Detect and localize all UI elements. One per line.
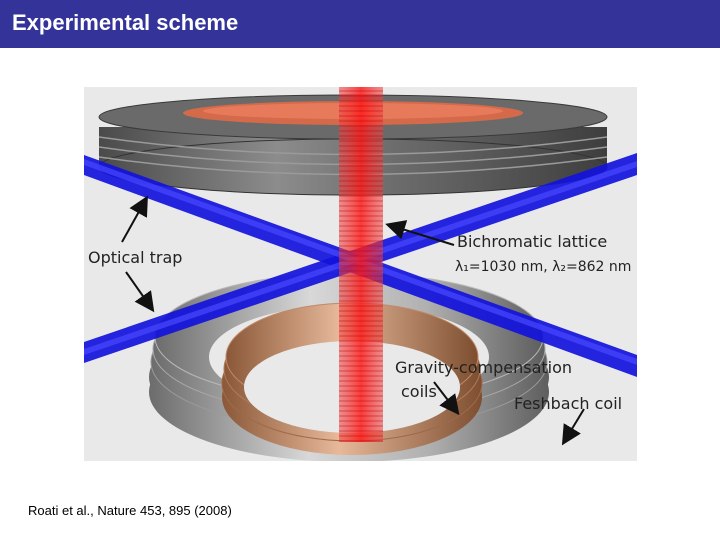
- lattice-beam: [339, 87, 383, 442]
- slide-title: Experimental scheme: [12, 10, 239, 35]
- annotation-arrows: [121, 195, 585, 446]
- lattice-fringes: [339, 90, 383, 442]
- citation: Roati et al., Nature 453, 895 (2008): [28, 503, 232, 518]
- wavelengths-label: λ₁=1030 nm, λ₂=862 nm: [455, 259, 631, 275]
- optical-trap-label: Optical trap: [88, 248, 182, 267]
- experimental-setup-figure: Optical trap Bichromatic lattice λ₁=1030…: [84, 87, 637, 461]
- gravity-compensation-label: Gravity-compensation: [395, 358, 572, 377]
- bichromatic-lattice-label: Bichromatic lattice: [457, 232, 607, 251]
- feshbach-coil-label: Feshbach coil: [514, 394, 622, 413]
- title-bar: Experimental scheme: [0, 0, 720, 48]
- gravity-compensation-label-line2: coils: [401, 382, 437, 401]
